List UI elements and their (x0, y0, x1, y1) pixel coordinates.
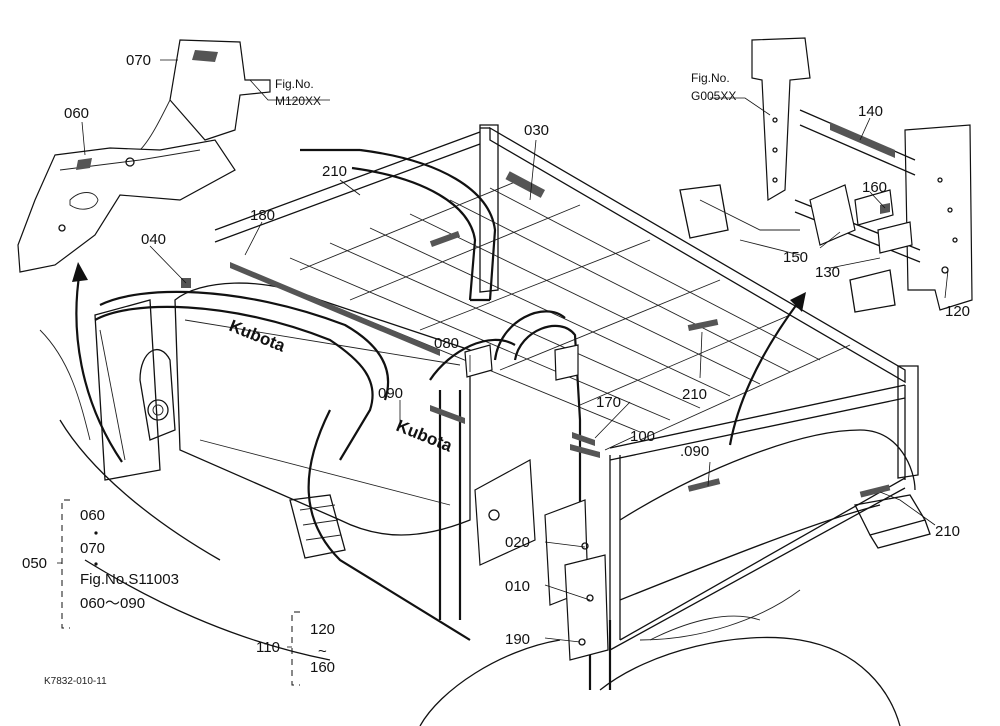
legend-110-group: 110 (256, 639, 280, 656)
fig-ref-m120-line1: Fig.No. (275, 77, 314, 91)
vehicle-body-left (39, 282, 901, 726)
label-140: 140 (858, 103, 883, 120)
drawing-code: K7832-010-11 (44, 676, 107, 687)
label-090-a: 090 (378, 385, 403, 402)
fig-ref-g005-line1: Fig.No. (691, 71, 730, 85)
label-090-b: .090 (680, 443, 709, 460)
label-080: 080 (434, 335, 459, 352)
label-060-top: 060 (64, 105, 89, 122)
label-190: 190 (505, 631, 530, 648)
legend-110-sep: ~ (318, 643, 327, 660)
rear-frame-assembly (679, 37, 973, 313)
assembly-arrow-right (728, 299, 801, 446)
decal-030 (505, 171, 546, 198)
label-010: 010 (505, 578, 530, 595)
legend-050-group: 050 (22, 555, 47, 572)
legend-050-item-2: 070 (80, 540, 105, 557)
legend-110-to: 160 (310, 659, 335, 676)
part-060-cover (17, 139, 236, 273)
legend-050-item-4: 060～090 (80, 595, 145, 612)
decal-210-b (687, 318, 719, 332)
label-120: 120 (945, 303, 970, 320)
legend-110-from: 120 (310, 621, 335, 638)
decal-210-c (859, 484, 891, 498)
label-160: 160 (862, 179, 887, 196)
fig-ref-m120: Fig.No. M120XX (275, 77, 321, 108)
brand-mark-2: Kubota (394, 416, 456, 456)
decal-090-b (687, 478, 721, 492)
part-labels: 070 060 210 180 040 030 080 090 170 210 … (64, 52, 970, 648)
label-210-a: 210 (322, 163, 347, 180)
rail-strips (181, 262, 600, 458)
label-040: 040 (141, 231, 166, 248)
legend-050-item-1: 060 (80, 507, 105, 524)
brand-marks: Kubota Kubota (227, 316, 456, 456)
label-170: 170 (596, 394, 621, 411)
legend-050: 050 060 070 Fig.No.S11003 060～090 (22, 499, 179, 629)
assembly-arrow-left (75, 269, 123, 463)
label-100: 100 (630, 428, 655, 445)
fig-ref-g005: Fig.No. G005XX (691, 71, 736, 103)
part-070-bracket (139, 39, 271, 151)
rops-frame (94, 148, 612, 690)
label-210-b: 210 (682, 386, 707, 403)
label-070-top: 070 (126, 52, 151, 69)
label-130: 130 (815, 264, 840, 281)
decal-210-a (429, 231, 461, 247)
label-150: 150 (783, 249, 808, 266)
label-030: 030 (524, 122, 549, 139)
label-020: 020 (505, 534, 530, 551)
fig-ref-m120-line2: M120XX (275, 94, 321, 108)
fig-ref-g005-line2: G005XX (691, 89, 736, 103)
legend-110: 110 120 ~ 160 (256, 611, 335, 686)
legend-050-item-3: Fig.No.S11003 (80, 571, 179, 588)
leader-lines (81, 59, 949, 643)
cargo-bed (214, 124, 931, 651)
label-180: 180 (250, 207, 275, 224)
label-210-c: 210 (935, 523, 960, 540)
